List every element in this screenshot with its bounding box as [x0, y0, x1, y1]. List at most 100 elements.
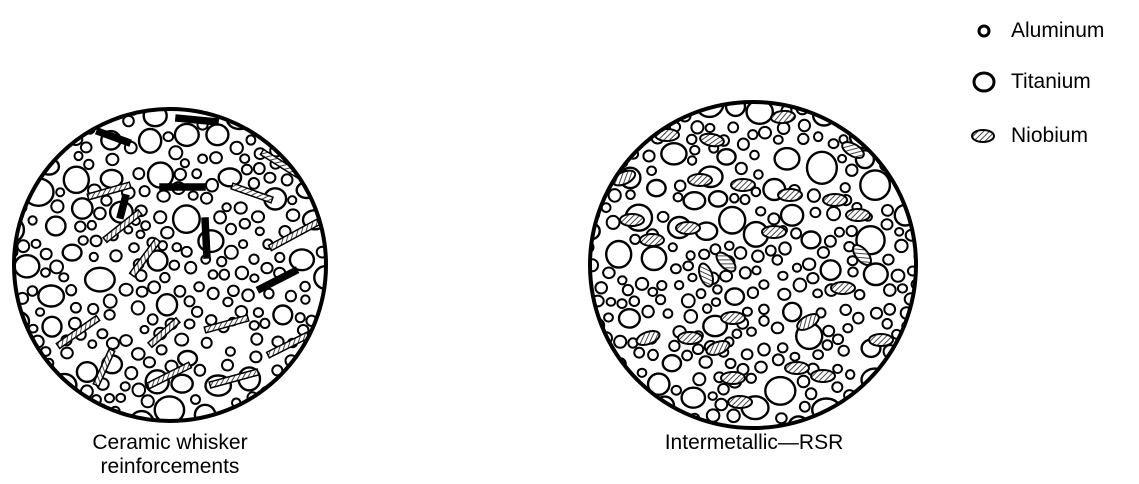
aluminum-particle	[691, 121, 703, 133]
aluminum-particle	[846, 165, 857, 176]
aluminum-particle	[261, 263, 272, 273]
aluminum-particle	[779, 242, 791, 254]
aluminum-particle	[766, 246, 776, 256]
aluminum-particle	[105, 394, 114, 402]
aluminum-particle	[774, 136, 783, 144]
aluminum-particle	[823, 326, 834, 337]
titanium-particle	[684, 192, 706, 209]
aluminum-particle	[756, 207, 765, 215]
aluminum-particle	[759, 305, 769, 314]
aluminum-particle	[160, 273, 169, 282]
aluminum-particle	[17, 240, 29, 252]
aluminum-particle	[110, 250, 121, 261]
aluminum-particle	[626, 190, 635, 199]
aluminum-particle	[752, 266, 760, 274]
aluminum-particle	[833, 335, 843, 345]
niobium-particle	[823, 194, 847, 206]
aluminum-particle	[154, 211, 166, 223]
aluminum-particle	[884, 304, 895, 315]
aluminum-particle	[41, 268, 50, 276]
aluminum-particle	[706, 124, 715, 132]
aluminum-particle	[726, 359, 736, 368]
aluminum-particle	[690, 146, 699, 155]
aluminum-particle	[674, 193, 683, 201]
aluminum-particle	[813, 350, 823, 359]
aluminum-particle	[51, 200, 63, 212]
aluminum-particle	[656, 295, 665, 304]
niobium-particle	[688, 174, 712, 186]
titanium-particle	[682, 388, 705, 408]
aluminum-particle	[712, 298, 720, 306]
aluminum-particle	[173, 243, 182, 251]
legend-item-niobium: Niobium	[965, 121, 1139, 151]
aluminum-particle	[251, 334, 262, 345]
aluminum-particle	[603, 268, 615, 279]
aluminum-particle	[747, 328, 756, 336]
titanium-particle	[860, 170, 890, 199]
titanium-particle	[619, 309, 640, 327]
niobium-particle	[620, 214, 644, 226]
aluminum-particle	[286, 291, 296, 302]
aluminum-particle	[715, 399, 727, 410]
titanium-particle	[290, 249, 314, 270]
aluminum-particle	[630, 235, 640, 244]
legend-label-titanium: Titanium	[1011, 70, 1091, 94]
aluminum-particle	[742, 349, 753, 359]
aluminum-particle	[736, 163, 747, 174]
aluminum-particle	[249, 255, 258, 264]
titanium-particle	[175, 124, 199, 146]
aluminum-particle	[206, 179, 218, 192]
aluminum-particle	[798, 134, 808, 144]
aluminum-particle	[614, 336, 626, 348]
aluminum-particle	[240, 219, 250, 229]
titanium-particle	[77, 362, 97, 382]
aluminum-particle	[647, 167, 656, 176]
aluminum-particle	[768, 213, 779, 224]
titanium-particle	[38, 286, 64, 307]
aluminum-particle	[778, 289, 790, 300]
aluminum-particle	[623, 285, 633, 295]
aluminum-particle	[32, 240, 41, 248]
niobium-particle	[731, 179, 755, 191]
aluminum-particle	[657, 281, 666, 290]
aluminum-particle	[688, 274, 696, 282]
aluminum-particle	[846, 370, 854, 379]
intermetallic-rsr-panel	[580, 88, 925, 436]
aluminum-particle	[813, 289, 822, 297]
aluminum-particle	[185, 296, 195, 306]
titanium-particle	[72, 198, 92, 218]
aluminum-particle	[675, 181, 686, 192]
aluminum-particle	[217, 257, 226, 266]
aluminum-particle	[105, 310, 115, 320]
aluminum-particle	[693, 344, 703, 354]
aluminum-particle	[793, 264, 801, 272]
right-particles	[580, 88, 925, 436]
aluminum-particle	[803, 259, 815, 270]
legend-label-niobium: Niobium	[1011, 124, 1088, 148]
aluminum-particle	[682, 351, 692, 361]
aluminum-particle	[848, 268, 857, 277]
aluminum-particle	[50, 261, 63, 274]
aluminum-particle	[185, 262, 196, 274]
aluminum-particle	[222, 203, 230, 211]
aluminum-particle	[140, 186, 150, 196]
aluminum-particle	[186, 421, 195, 430]
aluminum-particle	[814, 132, 822, 141]
aluminum-particle	[688, 156, 696, 164]
aluminum-particle	[898, 284, 907, 292]
aluminum-particle	[759, 127, 771, 139]
aluminum-particle	[740, 267, 751, 278]
titanium-particle	[781, 205, 803, 226]
aluminum-particle	[264, 173, 275, 183]
aluminum-particle	[855, 290, 865, 299]
aluminum-particle	[198, 155, 207, 164]
hatched-ellipse-icon	[965, 121, 1005, 151]
titanium-particle	[663, 355, 681, 371]
aluminum-particle	[75, 222, 85, 232]
aluminum-particle	[827, 207, 840, 220]
aluminum-particle	[242, 289, 254, 301]
titanium-particle	[157, 294, 177, 315]
aluminum-particle	[630, 296, 640, 306]
titanium-particle	[661, 143, 686, 164]
aluminum-particle	[195, 365, 206, 376]
